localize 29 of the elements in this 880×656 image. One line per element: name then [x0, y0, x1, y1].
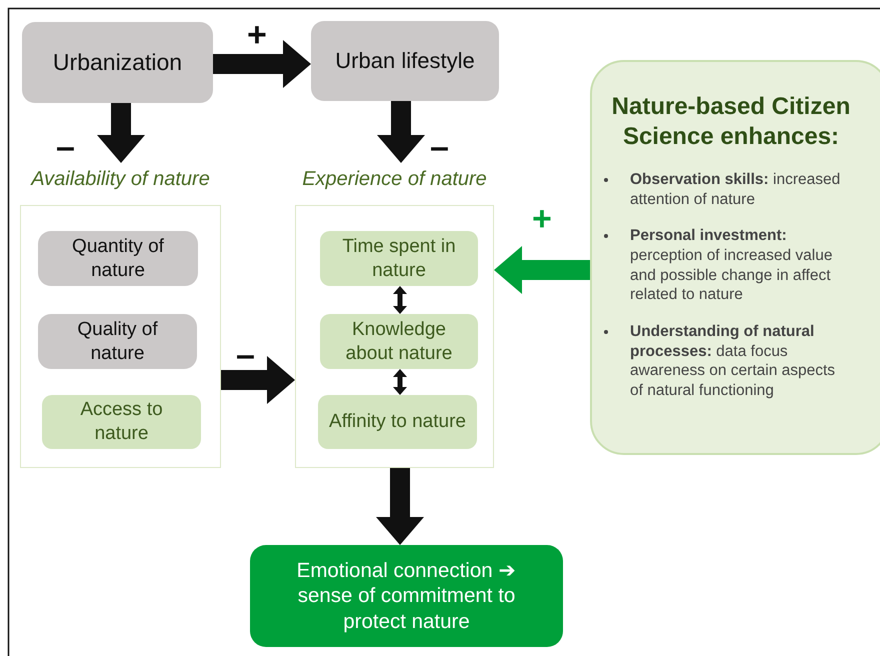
concept-box: Quality of nature	[38, 314, 197, 369]
outcome-box: Emotional connection ➔ sense of commitment to protect nature	[250, 545, 563, 647]
bullet-text: Understanding of natural processes: data focus awareness on certain aspects of natural functioning	[630, 323, 836, 400]
arrow	[377, 101, 425, 163]
arrow	[221, 356, 295, 404]
arrow	[393, 369, 407, 395]
concept-box: Urbanization	[22, 22, 213, 103]
arrow	[393, 286, 407, 314]
edge-label: +	[532, 202, 552, 236]
group-heading: Experience of nature	[301, 168, 488, 191]
bullet-text: Personal investment: perception of increased value and possible change in affect related to nature	[630, 227, 832, 304]
concept-box: Time spent in nature	[320, 231, 478, 286]
concept-box: Access to nature	[42, 395, 201, 449]
concept-box: Knowledge about nature	[320, 314, 478, 369]
arrow	[494, 246, 590, 294]
arrow	[213, 40, 311, 88]
edge-label: –	[430, 130, 449, 164]
concept-box: Affinity to nature	[318, 395, 477, 449]
arrow	[376, 468, 424, 545]
concept-box: Urban lifestyle	[311, 21, 499, 101]
edge-label: –	[236, 338, 255, 372]
info-panel	[590, 60, 880, 455]
panel-heading: Nature-based Citizen Science enhances:	[610, 92, 852, 152]
group-heading: Availability of nature	[29, 168, 211, 191]
arrow	[97, 103, 145, 163]
concept-box: Quantity of nature	[38, 231, 198, 286]
bullet-text: Observation skills: increased attention of nature	[630, 171, 840, 208]
edge-label: +	[247, 18, 267, 52]
edge-label: –	[56, 130, 75, 164]
